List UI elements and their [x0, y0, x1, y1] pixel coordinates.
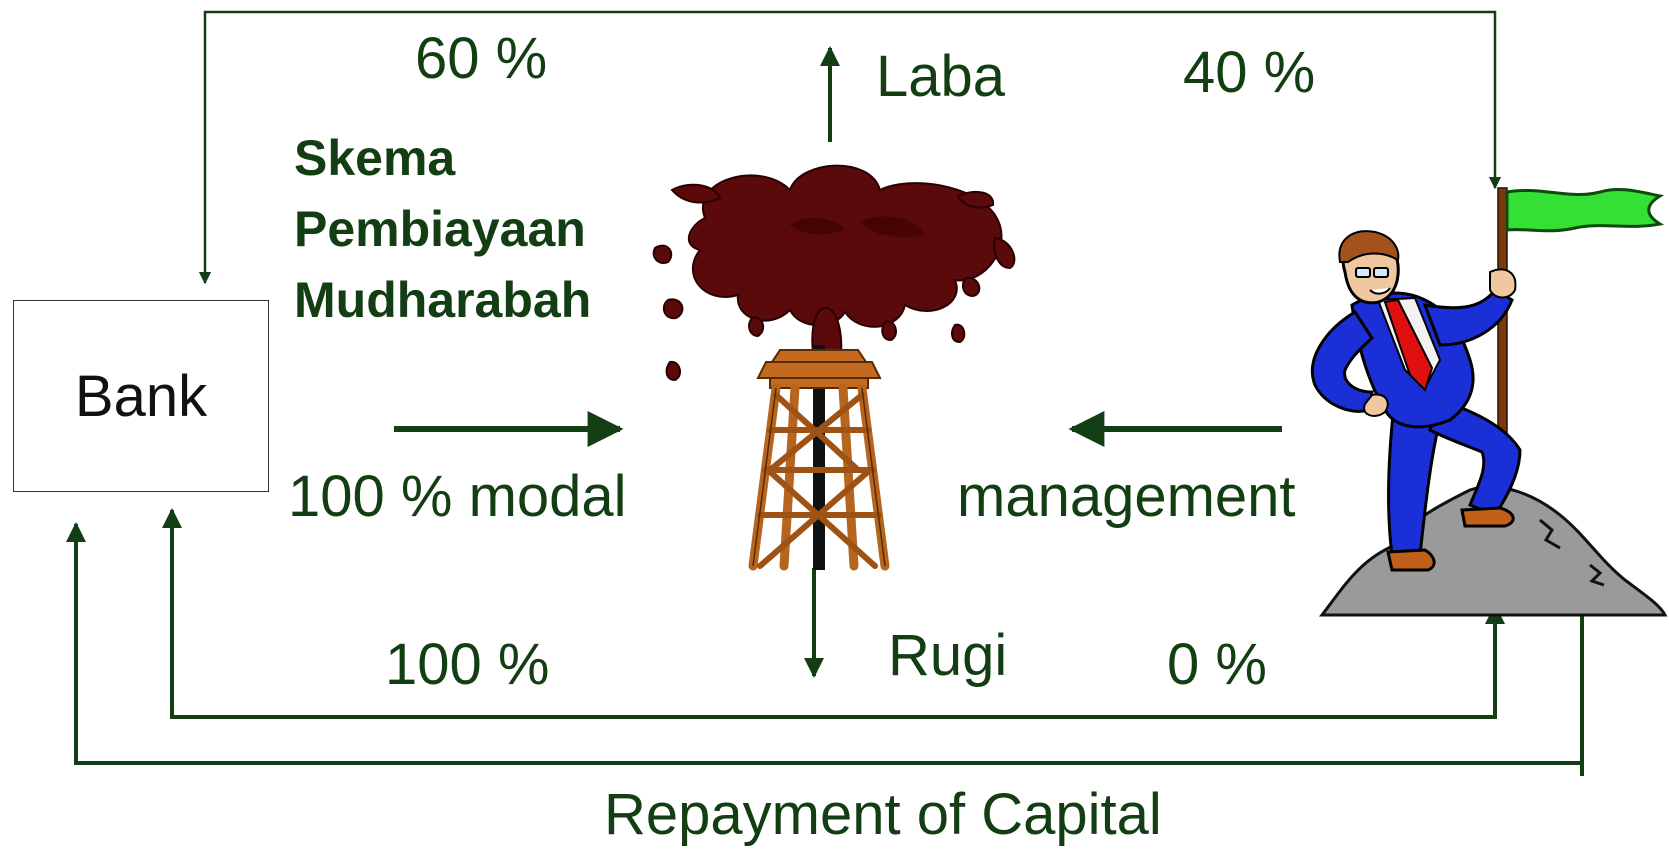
title-line-2: Pembiayaan — [294, 201, 586, 257]
bank-loss-share: 100 % — [385, 632, 550, 697]
repayment-label: Repayment of Capital — [604, 782, 1162, 847]
bank-label: Bank — [74, 363, 208, 429]
capital-label: 100 % modal — [288, 464, 627, 529]
bank-profit-share: 60 % — [415, 26, 548, 91]
loss-label: Rugi — [888, 623, 1008, 688]
manager-loss-share: 0 % — [1167, 632, 1267, 697]
businessman-with-flag-icon — [1310, 187, 1668, 617]
bank-box: Bank — [13, 300, 269, 492]
title-line-3: Mudharabah — [294, 272, 592, 328]
oil-rig-gusher-icon — [652, 164, 1016, 571]
repayment-connector — [66, 522, 1584, 776]
loss-share-connector — [162, 508, 1505, 719]
title-line-1: Skema — [294, 130, 456, 186]
profit-label: Laba — [876, 44, 1006, 109]
profit-share-connector — [198, 10, 1502, 285]
manager-profit-share: 40 % — [1183, 40, 1316, 105]
diagram-title: Skema Pembiayaan Mudharabah — [294, 123, 591, 336]
management-label: management — [957, 464, 1296, 529]
